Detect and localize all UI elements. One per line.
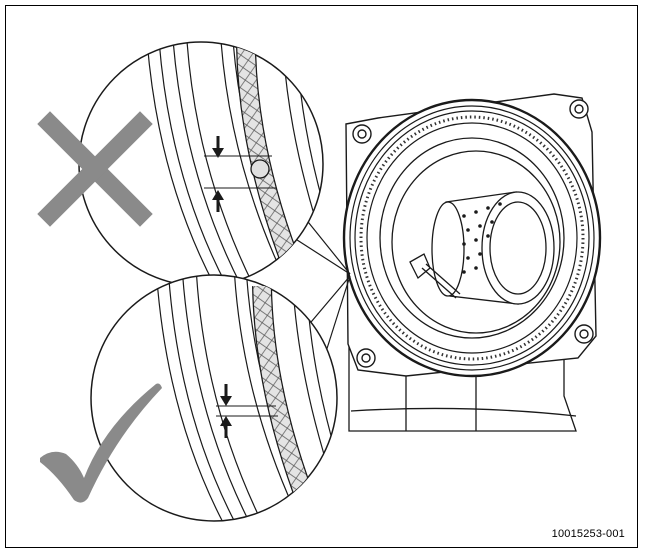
door-gasket-ring [359,115,585,361]
x-mark-icon [37,111,153,227]
check-mark-icon [40,383,162,503]
burner-perforations [462,202,502,274]
gasket-bead [250,159,270,179]
illustration-frame: 10015253-001 [5,5,638,548]
detail-incorrect [78,41,324,287]
burner-cylinder [431,191,555,305]
ignition-electrode [409,253,461,299]
gasket-cross-section [237,45,305,280]
figure-id-label: 10015253-001 [551,528,625,540]
detail-correct [90,274,338,522]
gasket-installation-diagram [37,41,602,522]
